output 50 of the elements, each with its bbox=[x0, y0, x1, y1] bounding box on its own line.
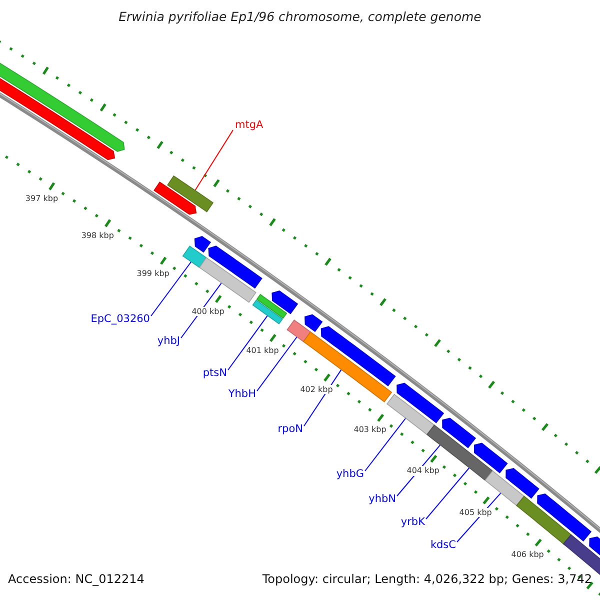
tick-label: 404 kbp bbox=[406, 466, 440, 476]
gene-bar bbox=[194, 236, 211, 253]
leader-line bbox=[426, 467, 470, 520]
gene-bar bbox=[198, 257, 256, 303]
tick-label: 406 kbp bbox=[511, 550, 544, 560]
tick-label: 402 kbp bbox=[300, 385, 333, 394]
gene-bar bbox=[154, 182, 197, 215]
gene-label: YhbH bbox=[228, 388, 256, 400]
gene-label: EpC_03260 bbox=[90, 313, 150, 326]
tick-label: 405 kbp bbox=[459, 508, 492, 518]
gene-bar bbox=[252, 300, 284, 324]
gene-bar bbox=[320, 326, 396, 386]
gene-bar bbox=[386, 394, 435, 436]
tick-label: 399 kbp bbox=[136, 268, 170, 278]
gene-bar bbox=[286, 319, 312, 342]
leader-line bbox=[228, 315, 268, 370]
gene-label: yrbK bbox=[400, 516, 425, 528]
gene-bar bbox=[426, 424, 494, 481]
gene-bar bbox=[484, 470, 525, 506]
gene-label: mtgA bbox=[235, 119, 264, 132]
gene-label: rpoN bbox=[278, 423, 303, 436]
gene-bar bbox=[506, 468, 540, 499]
gene-bar bbox=[208, 246, 262, 289]
leader-line bbox=[150, 261, 192, 316]
gene-bar bbox=[304, 314, 323, 332]
leader-line bbox=[194, 130, 234, 191]
tick-label: 401 kbp bbox=[246, 346, 279, 355]
gene-bar bbox=[396, 382, 444, 424]
gene-bar bbox=[272, 290, 298, 314]
gene-label: ptsN bbox=[202, 367, 227, 380]
tick-label: 397 kbp bbox=[25, 194, 58, 204]
gene-bar bbox=[167, 175, 214, 212]
tick-label: 400 kbp bbox=[192, 306, 224, 316]
tick-label: 403 kbp bbox=[354, 425, 386, 435]
gene-label: yhbN bbox=[368, 493, 396, 506]
gene-bar bbox=[182, 246, 207, 268]
leader-line bbox=[256, 336, 298, 392]
gene-label: yhbG bbox=[336, 468, 364, 480]
gene-bar bbox=[516, 496, 572, 544]
gene-bar bbox=[474, 442, 508, 474]
title: Erwinia pyrifoliae Ep1/96 chromosome, complete genome bbox=[118, 10, 482, 24]
gene-label: yhbJ bbox=[157, 335, 180, 348]
accession-label: Accession: NC_012214 bbox=[8, 573, 144, 587]
gene-bar bbox=[537, 494, 592, 542]
gene-bar bbox=[302, 331, 392, 402]
gene-label: kdsC bbox=[430, 539, 456, 552]
genome-summary: Topology: circular; Length: 4,026,322 bp; Genes: 3,742 bbox=[262, 573, 592, 587]
gene-bar bbox=[442, 418, 476, 448]
gene-bar bbox=[256, 294, 288, 319]
tick-label: 398 kbp bbox=[81, 230, 114, 240]
